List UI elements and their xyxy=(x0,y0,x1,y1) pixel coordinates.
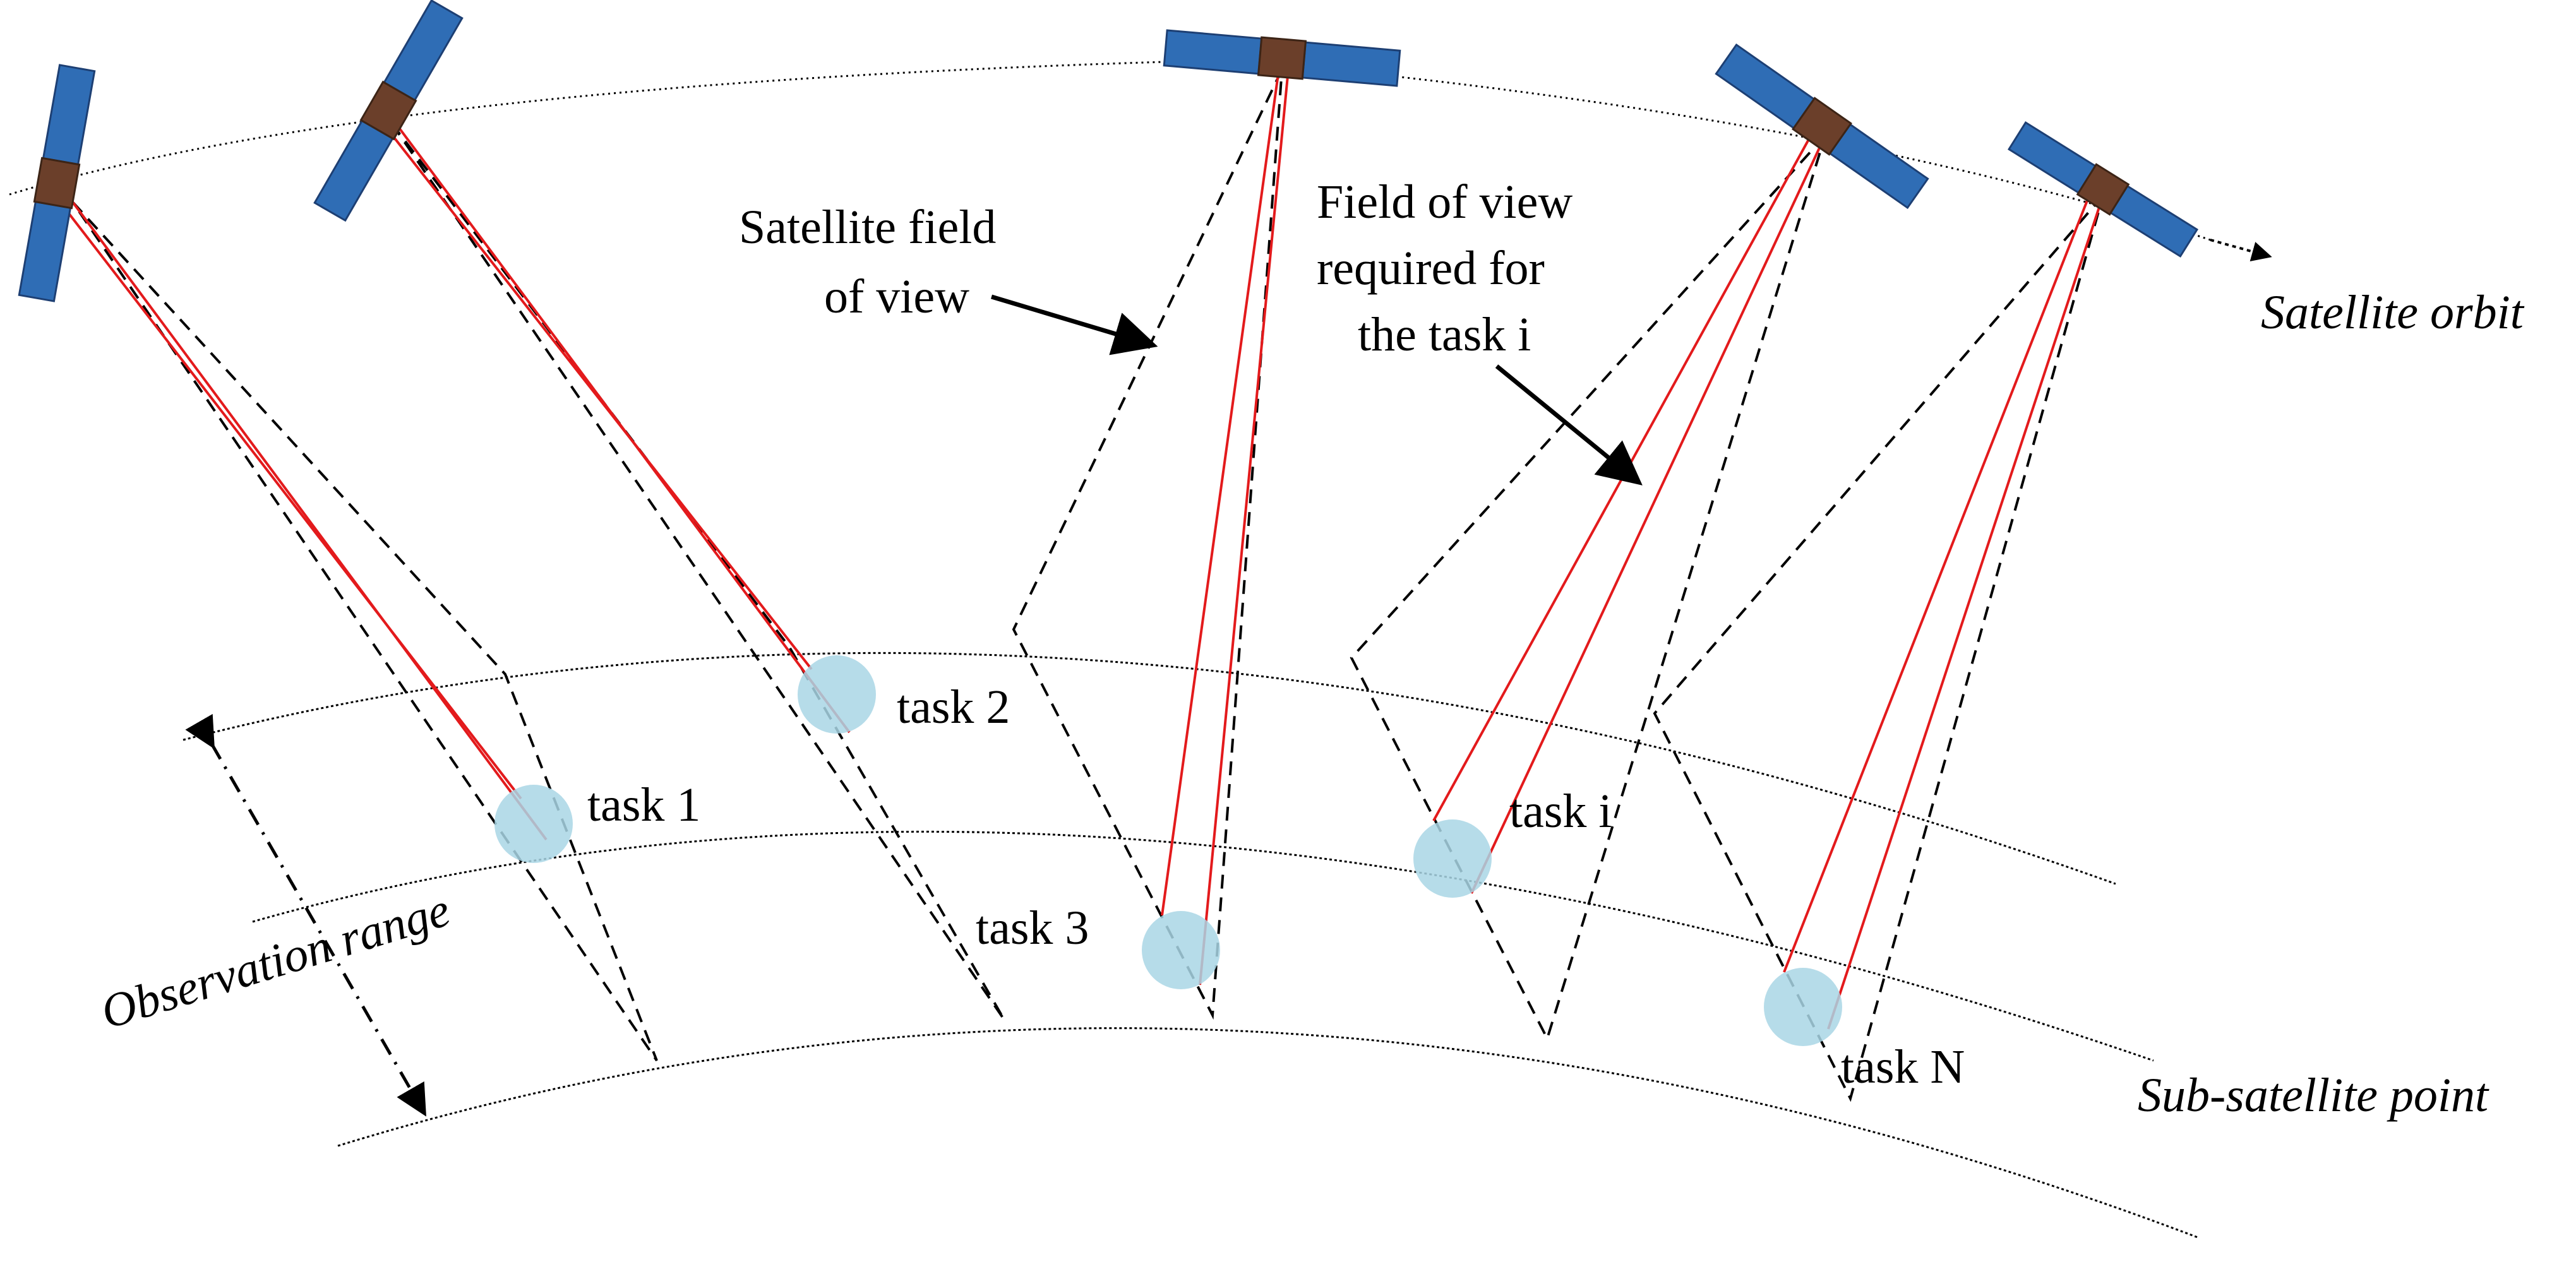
task-n-circle xyxy=(1764,968,1842,1046)
task-1-circle xyxy=(494,785,573,863)
task-2-label: task 2 xyxy=(897,681,1010,734)
satellite-1-icon xyxy=(18,64,96,302)
task-2-circle xyxy=(798,655,876,734)
observation-range-label: Observation range xyxy=(95,883,456,1040)
satellite-2-icon xyxy=(313,0,464,222)
required-fov-pointer-arrow xyxy=(1495,364,1643,485)
required-fov-label-line-1: Field of view xyxy=(1317,176,1573,229)
observation-upper-boundary xyxy=(183,652,2116,885)
task-1-label: task 1 xyxy=(587,778,700,831)
required-fov-label-line-3: the task i xyxy=(1358,308,1531,361)
satellite-fov-label-line-2: of view xyxy=(824,270,969,323)
observation-range-arrow xyxy=(185,713,426,1117)
sub-satellite-point-label: Sub-satellite point xyxy=(2138,1069,2489,1122)
required-fov-label-line-2: required for xyxy=(1317,242,1545,295)
task-3-label: task 3 xyxy=(976,902,1089,955)
satellite-5-icon xyxy=(2007,121,2199,258)
task-i-circle xyxy=(1413,819,1492,898)
satellite-fov-label-line-1: Satellite field xyxy=(739,201,996,254)
satellite-orbit-line xyxy=(9,59,2211,241)
sub-satellite-point-line xyxy=(252,830,2154,1062)
satellite-fov-pointer-arrow xyxy=(990,294,1158,355)
task-3-circle xyxy=(1142,911,1220,989)
satellite-orbit-label: Satellite orbit xyxy=(2261,286,2525,339)
satellite-3-icon xyxy=(1163,29,1401,87)
satellite-orbit-arrow xyxy=(2210,239,2272,261)
task-i-label: task i xyxy=(1509,785,1612,838)
task-n-label: task N xyxy=(1841,1040,1965,1093)
satellite-4-icon xyxy=(1715,43,1929,210)
